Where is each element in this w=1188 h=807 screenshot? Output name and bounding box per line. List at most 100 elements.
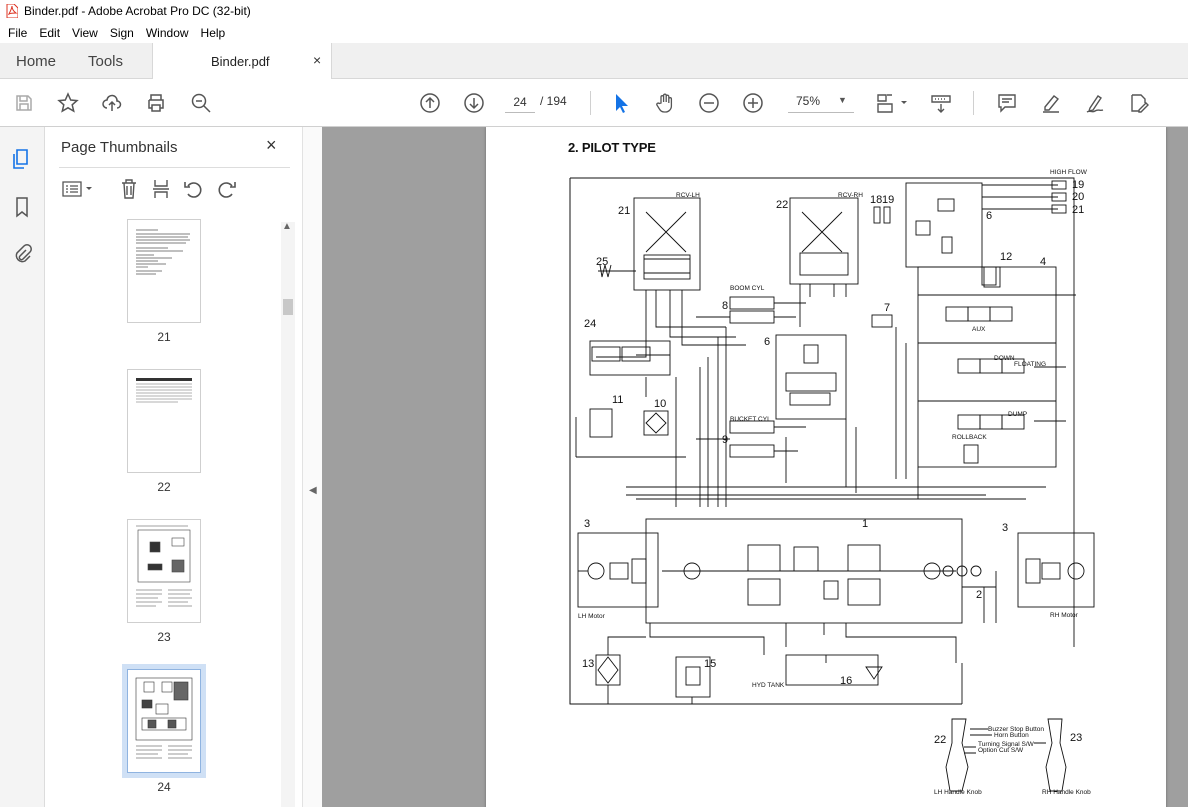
tab-document-label: Binder.pdf xyxy=(211,54,270,69)
extract-pages-button[interactable] xyxy=(149,177,173,201)
comment-button[interactable] xyxy=(995,91,1019,115)
panel-divider xyxy=(59,167,290,168)
comment-icon xyxy=(998,94,1016,113)
menu-bar: File Edit View Sign Window Help xyxy=(0,22,1188,43)
label-rh-motor: RH Motor xyxy=(1050,612,1079,619)
page-thumbnail-24[interactable] xyxy=(122,664,206,778)
print-button[interactable] xyxy=(144,91,168,115)
rotate-right-icon xyxy=(218,182,236,198)
label-7: 7 xyxy=(884,302,890,314)
select-tool-button[interactable] xyxy=(609,91,633,115)
attachments-button[interactable] xyxy=(10,241,34,265)
label-13: 13 xyxy=(582,658,594,670)
label-horn-button: Horn Button xyxy=(994,732,1029,739)
share-upload-button[interactable] xyxy=(100,91,124,115)
label-1: 1 xyxy=(862,518,868,530)
tab-close-icon[interactable]: × xyxy=(313,52,322,68)
left-navigation-rail xyxy=(0,127,45,807)
cloud-upload-icon xyxy=(102,94,122,111)
scroll-mode-button[interactable] xyxy=(929,91,953,115)
find-button[interactable] xyxy=(189,91,213,115)
label-15: 15 xyxy=(704,658,716,670)
save-button[interactable] xyxy=(12,91,36,115)
label-rollback: ROLLBACK xyxy=(952,434,987,441)
tab-tools[interactable]: Tools xyxy=(88,53,124,70)
collapse-left-icon: ◀ xyxy=(309,485,317,496)
label-8: 8 xyxy=(722,300,728,312)
tab-bar: Home Tools Binder.pdf × xyxy=(0,43,1188,80)
rotate-right-button[interactable] xyxy=(215,177,239,201)
label-high-flow: HIGH FLOW xyxy=(1050,169,1088,176)
page-thumbnails-button[interactable] xyxy=(10,147,34,171)
zoom-level-dropdown[interactable]: 75% ▼ xyxy=(788,91,854,113)
label-down: DOWN xyxy=(994,355,1015,362)
page-thumbnails-icon xyxy=(13,149,28,169)
menu-sign[interactable]: Sign xyxy=(109,25,134,40)
list-options-icon xyxy=(62,181,92,197)
bookmark-star-button[interactable] xyxy=(56,91,80,115)
label-22: 21 xyxy=(618,205,630,217)
tab-home[interactable]: Home xyxy=(16,53,57,70)
menu-file[interactable]: File xyxy=(8,25,28,40)
document-view[interactable]: 2. PILOT TYPE xyxy=(322,127,1188,807)
page-heading: 2. PILOT TYPE xyxy=(568,140,656,155)
bookmark-icon xyxy=(16,197,28,218)
panel-title: Page Thumbnails xyxy=(61,139,178,156)
page-thumbnail-23[interactable] xyxy=(127,519,201,623)
scroll-up-icon[interactable]: ▲ xyxy=(282,221,292,232)
menu-view[interactable]: View xyxy=(72,25,98,40)
label-6-text: 6 xyxy=(986,210,992,222)
label-25: 25 xyxy=(596,256,608,268)
label-boom-cyl: BOOM CYL xyxy=(730,285,765,292)
acrobat-app-icon xyxy=(6,4,18,18)
page-thumbnail-22[interactable] xyxy=(127,369,201,473)
thumbnail-label-21: 21 xyxy=(157,330,171,344)
draw-button[interactable] xyxy=(1083,91,1107,115)
label-5: 6 xyxy=(764,336,770,348)
label-rcv-rh: RCV-RH xyxy=(838,192,863,199)
zoom-out-button[interactable] xyxy=(697,91,721,115)
label-20: 20 xyxy=(1072,191,1084,203)
thumbnail-options-button[interactable] xyxy=(61,177,95,201)
menu-window[interactable]: Window xyxy=(145,25,189,40)
thumbnail-label-24: 24 xyxy=(157,780,171,794)
cursor-arrow-icon xyxy=(616,94,628,113)
label-21-text: 21 xyxy=(1072,204,1084,216)
previous-page-button[interactable] xyxy=(418,91,442,115)
edit-pdf-button[interactable] xyxy=(1127,91,1151,115)
arrow-up-circle-icon xyxy=(420,93,440,113)
window-title: Binder.pdf - Adobe Acrobat Pro DC (32-bi… xyxy=(24,4,251,18)
page-number-input[interactable] xyxy=(505,91,535,113)
page-display-button[interactable] xyxy=(874,91,910,115)
arrow-down-circle-icon xyxy=(464,93,484,113)
thumbnail-label-22: 22 xyxy=(157,480,171,494)
next-page-button[interactable] xyxy=(462,91,486,115)
printer-icon xyxy=(148,94,164,112)
panel-collapse-handle[interactable]: ◀ xyxy=(302,127,322,807)
hand-tool-button[interactable] xyxy=(653,91,677,115)
zoom-in-button[interactable] xyxy=(741,91,765,115)
label-dump: DUMP xyxy=(1008,411,1027,418)
bookmarks-button[interactable] xyxy=(10,195,34,219)
label-lh-handle-knob: LH Handle Knob xyxy=(934,789,982,796)
label-bucket-cyl: BUCKET CYL xyxy=(730,416,771,423)
highlight-button[interactable] xyxy=(1039,91,1063,115)
label-hyd-tank: HYD TANK xyxy=(752,682,785,689)
page-thumbnail-21[interactable] xyxy=(127,219,201,323)
thumbnail-scrollbar-thumb[interactable] xyxy=(283,299,293,315)
tab-document[interactable]: Binder.pdf × xyxy=(152,43,332,80)
menu-edit[interactable]: Edit xyxy=(39,25,61,40)
thumbnail-scrollbar[interactable] xyxy=(281,222,295,807)
page-thumbnail-preview xyxy=(136,229,190,275)
label-floating: FLOATING xyxy=(1014,361,1046,368)
rotate-left-button[interactable] xyxy=(181,177,205,201)
panel-close-icon[interactable]: × xyxy=(266,135,277,155)
menu-help[interactable]: Help xyxy=(200,25,226,40)
label-16: 16 xyxy=(840,675,852,687)
label-4: 4 xyxy=(1040,256,1046,268)
pdf-page: 2. PILOT TYPE xyxy=(486,127,1166,807)
plus-circle-icon xyxy=(743,93,763,113)
delete-pages-button[interactable] xyxy=(117,177,141,201)
label-17: 18 xyxy=(870,194,882,206)
label-12: 12 xyxy=(1000,251,1012,263)
